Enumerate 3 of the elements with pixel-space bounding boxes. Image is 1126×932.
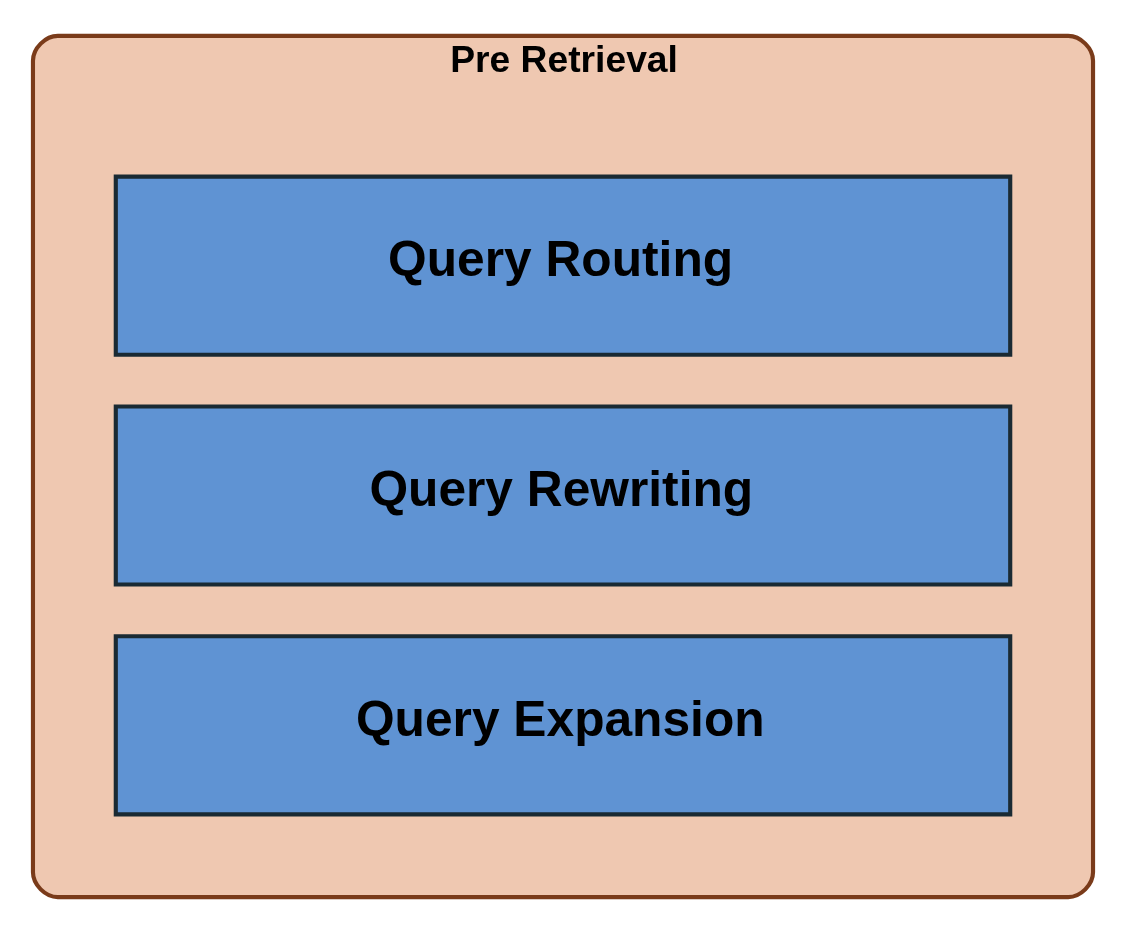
node-box: Query Routing: [113, 174, 1013, 357]
node-box: Query Rewriting: [113, 403, 1013, 587]
node-box: Query Expansion: [113, 633, 1013, 816]
